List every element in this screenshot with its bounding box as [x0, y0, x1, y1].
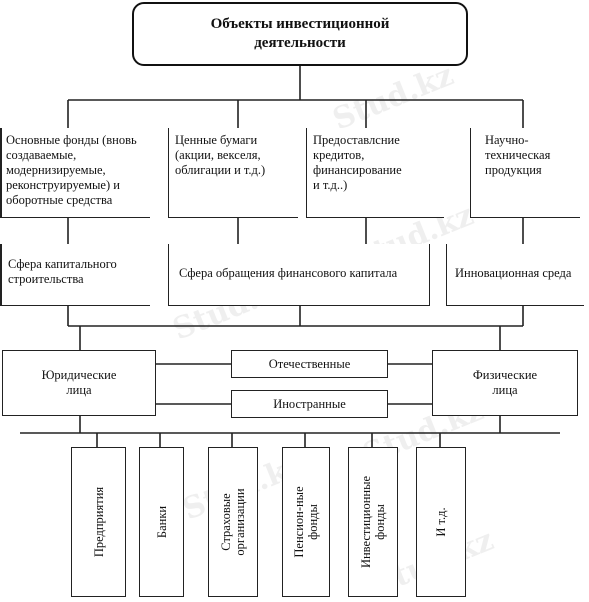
object-securities: Ценные бумаги (акции, векселя, облигации…: [168, 128, 298, 218]
entity-enterprises-label: Предприятия: [91, 486, 106, 558]
sphere-innovation-label: Инновационная среда: [455, 266, 572, 280]
object-securities-label: Ценные бумаги (акции, векселя, облигации…: [175, 133, 266, 177]
physical-persons-box: Физические лица: [432, 350, 578, 416]
entity-investment-funds: Инвестиционные фонды: [348, 447, 398, 597]
entity-pension-funds: Пенсион-ные фонды: [282, 447, 330, 597]
object-fixed-assets-label: Основные фонды (вновь создаваемые, модер…: [6, 133, 137, 207]
sphere-capital-construction: Сфера капитального строительства: [0, 244, 150, 306]
foreign-label: Иностранные: [273, 396, 346, 411]
entity-enterprises: Предприятия: [71, 447, 126, 597]
entity-insurance: Страховые организации: [208, 447, 258, 597]
physical-persons-label: Физические лица: [472, 368, 538, 397]
foreign-box: Иностранные: [231, 390, 388, 418]
entity-etc: И т.д.: [416, 447, 466, 597]
sphere-financial-capital: Сфера обращения финансового капитала: [168, 244, 430, 306]
entity-pension-funds-label: Пенсион-ные фонды: [292, 486, 320, 558]
entity-insurance-label: Страховые организации: [219, 488, 247, 556]
legal-persons-label: Юридические лица: [41, 368, 117, 397]
entity-investment-funds-label: Инвестиционные фонды: [359, 475, 387, 569]
sphere-financial-capital-label: Сфера обращения финансового капитала: [179, 266, 398, 280]
object-scitech-label: Научно- техническая продукция: [485, 133, 551, 177]
object-credits: Предоставлсние кредитов, финансирование …: [306, 128, 444, 218]
sphere-innovation: Инновационная среда: [446, 244, 584, 306]
diagram-title: Объекты инвестиционной деятельности: [132, 2, 468, 66]
sphere-capital-construction-label: Сфера капитального строительства: [8, 257, 117, 286]
domestic-label: Отечественные: [268, 356, 351, 371]
legal-persons-box: Юридические лица: [2, 350, 156, 416]
object-credits-label: Предоставлсние кредитов, финансирование …: [313, 133, 402, 192]
entity-banks-label: Банки: [154, 505, 169, 539]
object-fixed-assets: Основные фонды (вновь создаваемые, модер…: [0, 128, 150, 218]
object-scitech: Научно- техническая продукция: [470, 128, 580, 218]
domestic-box: Отечественные: [231, 350, 388, 378]
entity-banks: Банки: [139, 447, 184, 597]
entity-etc-label: И т.д.: [434, 507, 448, 537]
